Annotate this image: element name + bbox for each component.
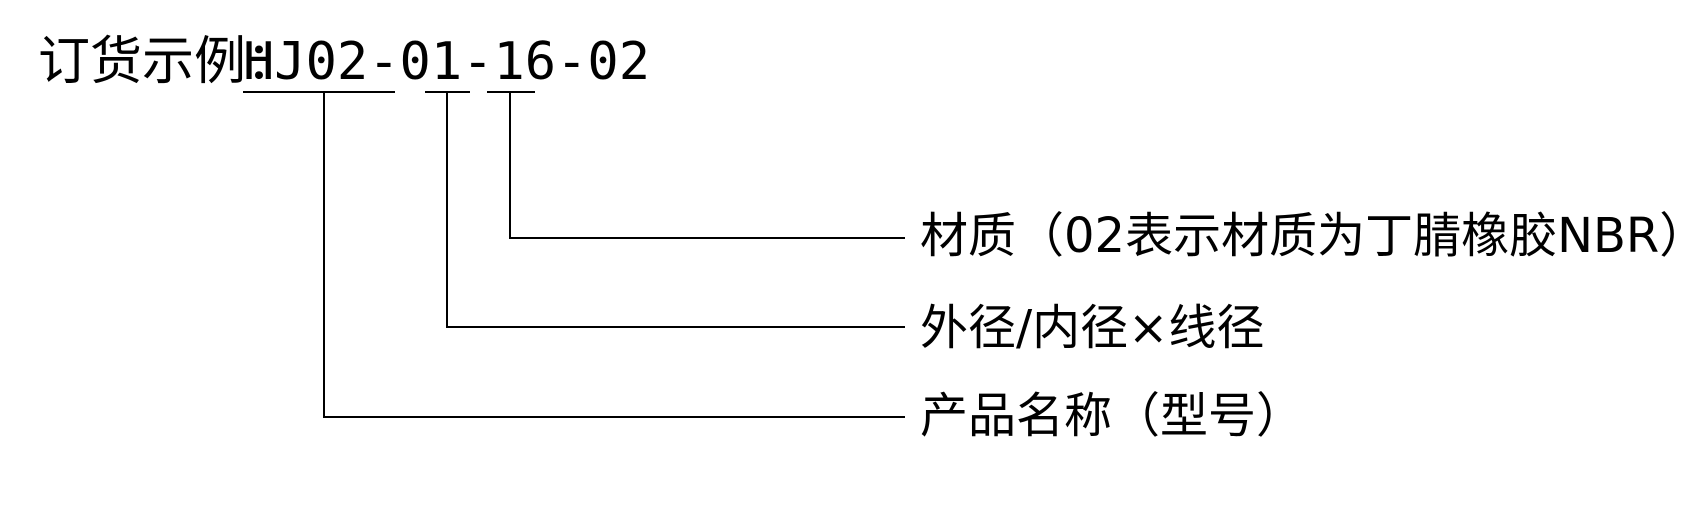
code-segment-material: 02: [587, 32, 651, 92]
leader-line-size: [446, 92, 905, 328]
order-code: HJ02-01-16-02: [243, 36, 650, 88]
leader-line-material: [509, 92, 905, 239]
code-separator-1: -: [462, 32, 494, 92]
code-separator-2: -: [556, 32, 588, 92]
code-segment-size: 16: [493, 32, 557, 92]
code-segment-model: HJ02-01: [243, 32, 463, 92]
leader-line-product: [323, 92, 905, 418]
label-size: 外径/内径×线径: [920, 300, 1265, 356]
label-material: 材质（02表示材质为丁腈橡胶NBR）: [920, 208, 1706, 264]
label-product-name: 产品名称（型号）: [920, 388, 1305, 444]
order-example-title: 订货示例：: [38, 32, 299, 92]
